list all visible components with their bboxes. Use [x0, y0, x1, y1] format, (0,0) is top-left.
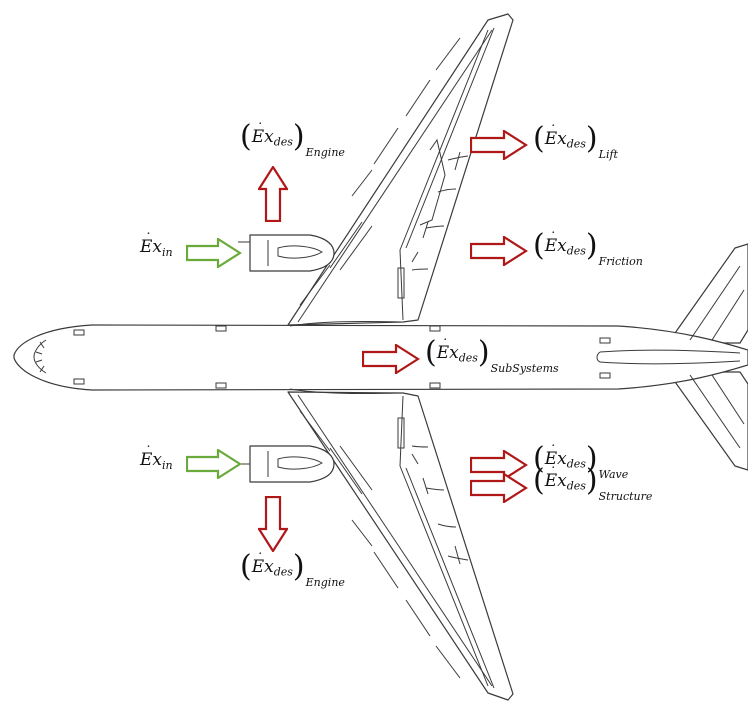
engine-destruction-arrow-down [258, 496, 288, 552]
friction-destruction-label: (˙Exdes)Friction [533, 228, 643, 268]
subsystems-destruction-label: (˙Exdes)SubSystems [425, 335, 559, 375]
exergy-input-arrow-bottom [186, 449, 242, 479]
upper-wing [287, 13, 514, 326]
friction-destruction-arrow [470, 236, 528, 266]
engine-destruction-label-top: (˙Exdes)Engine [240, 119, 345, 159]
lower-tail [667, 371, 748, 471]
lower-engine [249, 445, 335, 483]
upper-tail [667, 243, 748, 344]
engine-destruction-arrow-up [258, 166, 288, 222]
lift-destruction-label: (˙Exdes)Lift [533, 121, 618, 161]
subsystems-destruction-arrow [362, 344, 420, 374]
wave-destruction-label: (˙Exdes)Wave [533, 441, 629, 481]
exergy-input-label-bottom: ˙Exin [140, 444, 173, 472]
exergy-input-arrow-top [186, 238, 242, 268]
structure-destruction-arrow [470, 473, 528, 503]
engine-destruction-label-bottom: (˙Exdes)Engine [240, 549, 345, 589]
upper-engine [249, 234, 335, 272]
structure-destruction-label: (˙Exdes)Structure [533, 463, 653, 503]
lower-wing [287, 391, 514, 701]
wave-destruction-arrow [470, 450, 528, 480]
exergy-input-label-top: ˙Exin [140, 231, 173, 259]
lift-destruction-arrow [470, 130, 528, 160]
